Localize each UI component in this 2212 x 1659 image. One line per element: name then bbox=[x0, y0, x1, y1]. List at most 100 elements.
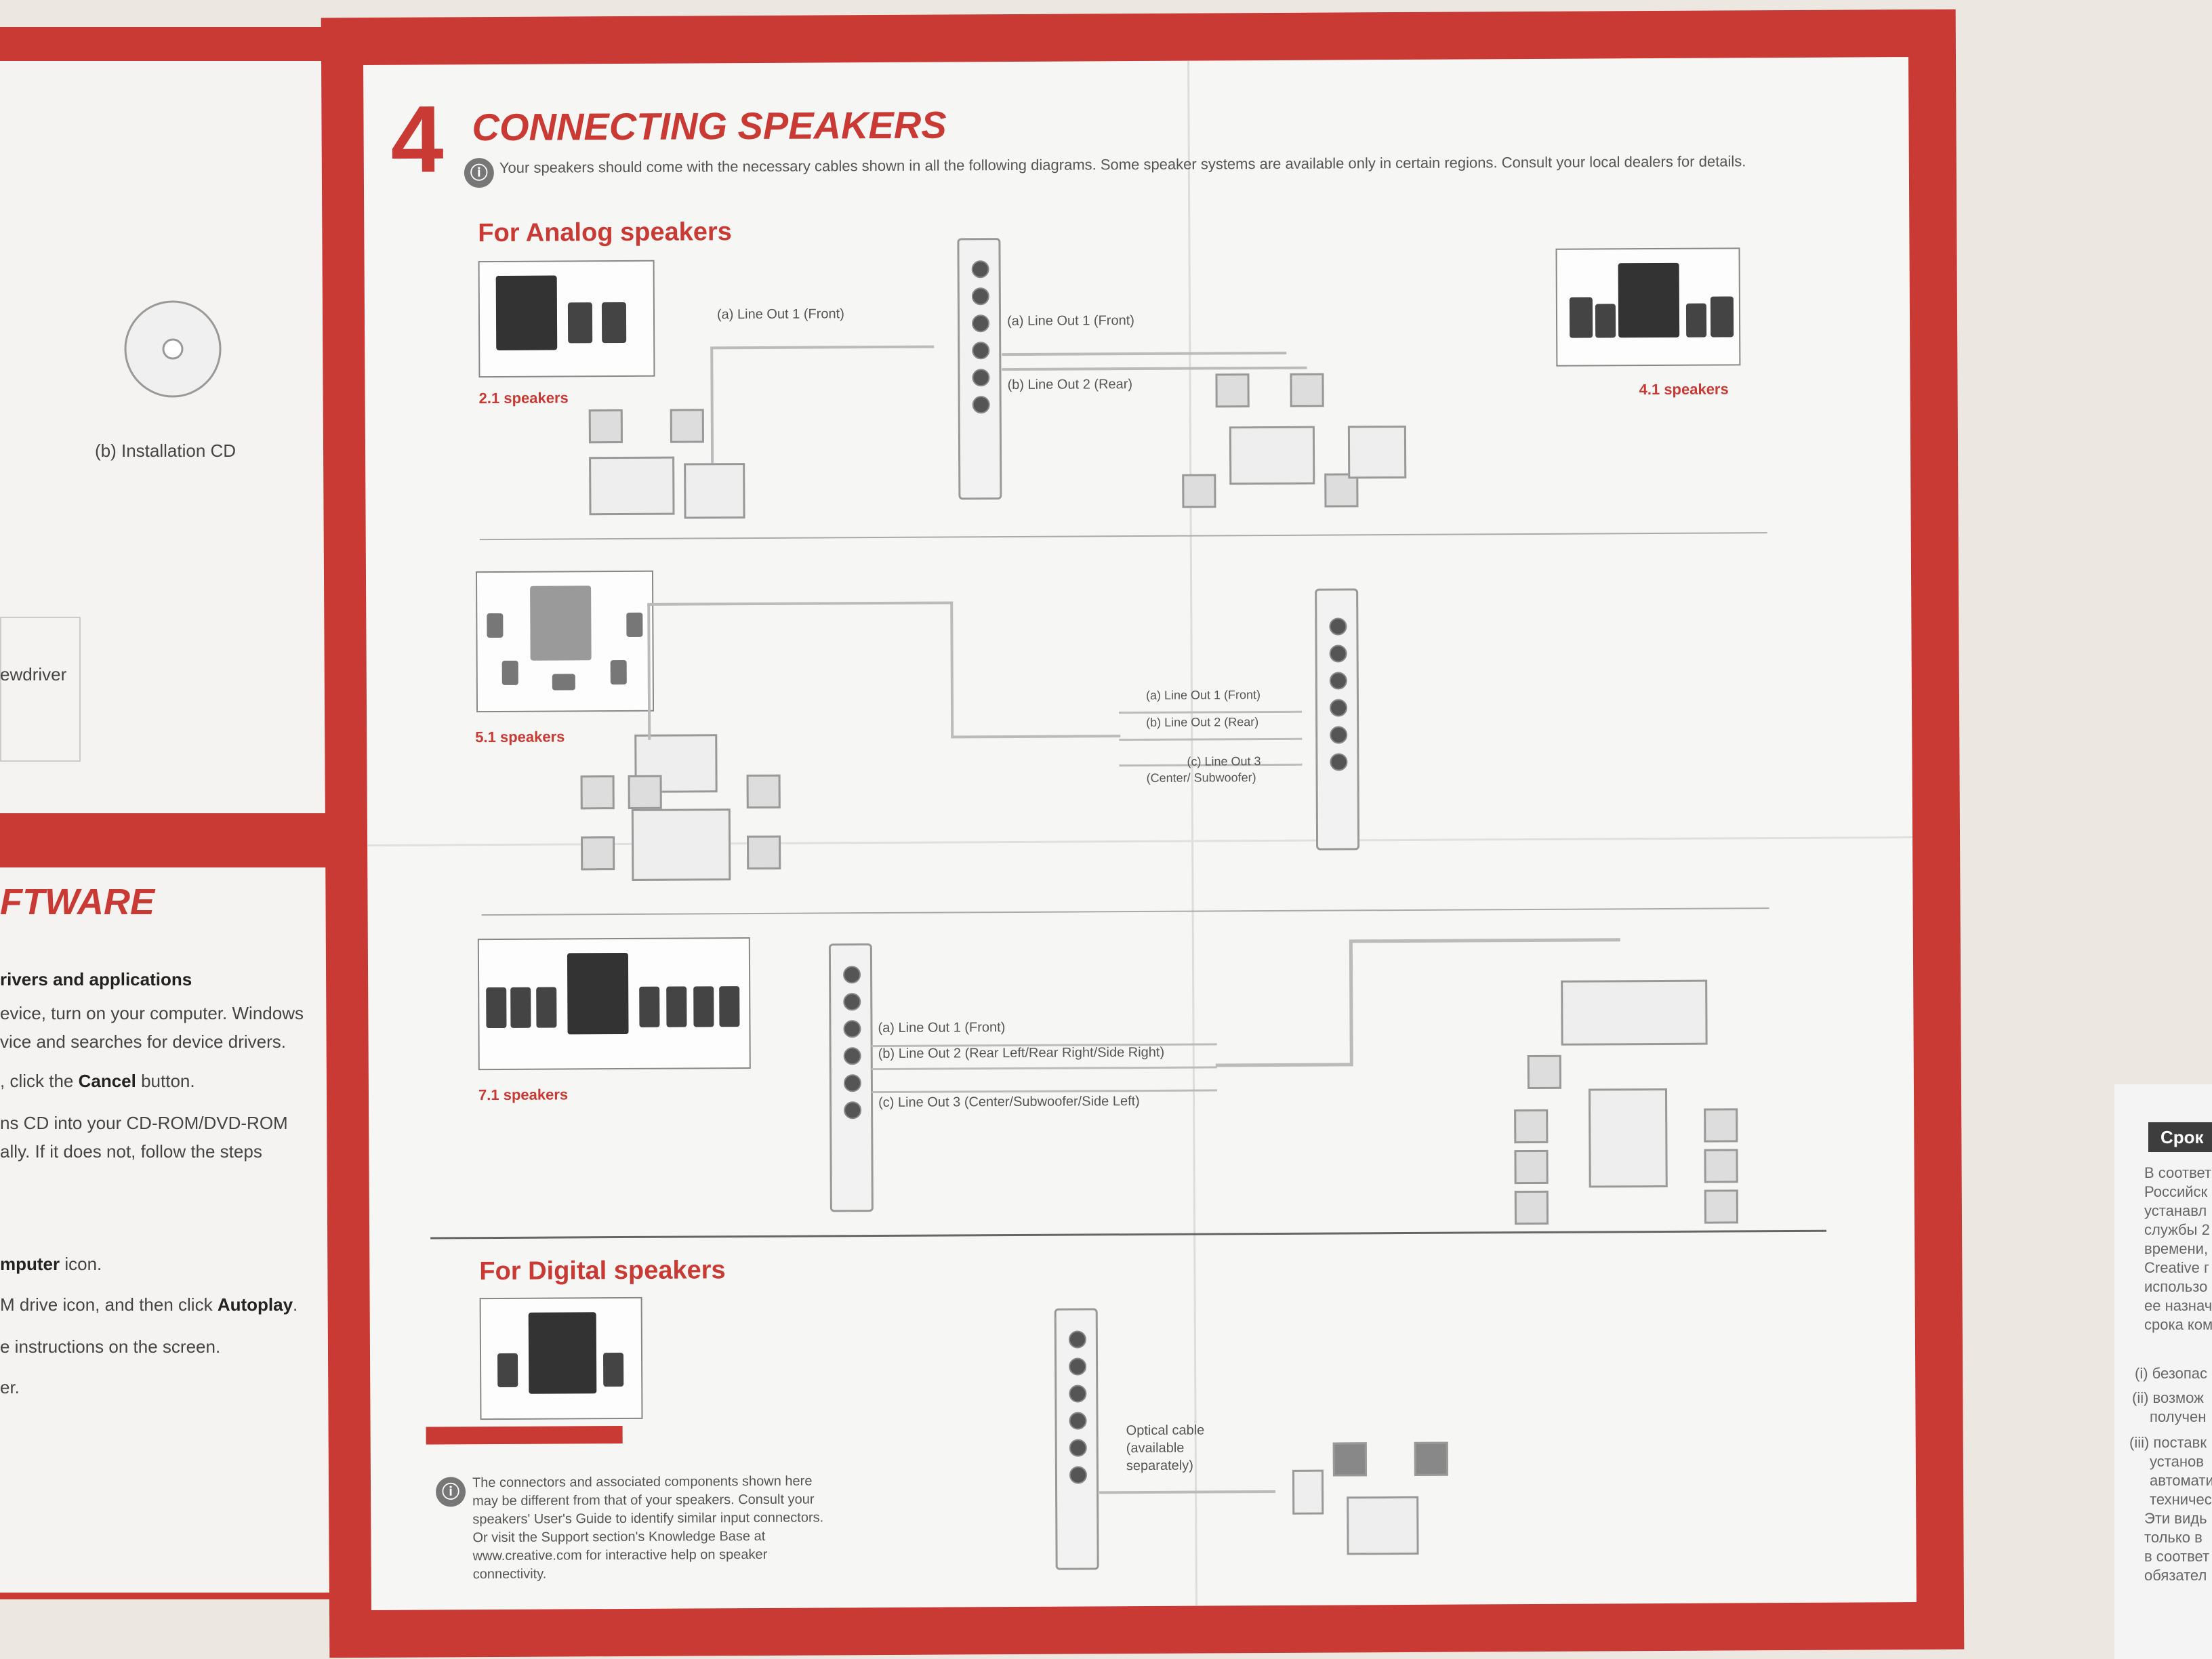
left-line-7: M drive icon, and then click Autoplay. bbox=[0, 1294, 298, 1315]
left-page-lower: FTWARE rivers and applications evice, tu… bbox=[0, 867, 342, 1593]
cable-5-1-mid bbox=[951, 735, 1121, 739]
speaker-7-1-fr bbox=[1704, 1108, 1738, 1143]
subwoofer-2-1 bbox=[589, 456, 675, 516]
right-line-18: только в bbox=[2144, 1529, 2203, 1546]
right-tab-heading: Срок bbox=[2148, 1122, 2212, 1152]
bottom-note: The connectors and associated components… bbox=[472, 1473, 824, 1582]
speaker-guide-sheet: 4 CONNECTING SPEAKERS ⓘ Your speakers sh… bbox=[321, 9, 1965, 1658]
right-line-1: В соответ bbox=[2144, 1164, 2212, 1181]
cable-7-1-c bbox=[871, 1089, 1217, 1094]
fold-line-vertical bbox=[1187, 60, 1197, 1606]
cable-5-1-top bbox=[647, 601, 953, 606]
photo-4-1-speakers bbox=[1555, 247, 1741, 367]
speaker-7-1-fl bbox=[1514, 1109, 1549, 1144]
left-line-2: vice and searches for device drivers. bbox=[0, 1031, 286, 1052]
speaker-7-1-rl bbox=[1514, 1190, 1549, 1225]
control-pod-4-1 bbox=[1347, 425, 1407, 479]
speaker-5-1-rr bbox=[747, 835, 781, 870]
screwdriver-box bbox=[0, 617, 81, 762]
right-line-4: службы 2 bbox=[2144, 1221, 2210, 1238]
subwoofer-7-1 bbox=[1588, 1088, 1668, 1188]
right-line-7: использо bbox=[2144, 1278, 2208, 1295]
speaker-digital-left bbox=[1332, 1442, 1367, 1477]
speaker-2-1-right bbox=[670, 409, 704, 443]
divider-3 bbox=[430, 1229, 1827, 1240]
speaker-7-1-sl bbox=[1514, 1149, 1549, 1185]
speaker-4-1-rl bbox=[1182, 474, 1216, 508]
speaker-5-1-fl bbox=[580, 775, 615, 810]
left-line-3: , click the Cancel button. bbox=[0, 1071, 195, 1091]
right-line-8: ее назнач bbox=[2144, 1297, 2212, 1314]
left-line-6: mputer icon. bbox=[0, 1254, 102, 1274]
speaker-4-1-fl bbox=[1215, 373, 1250, 408]
right-line-3: устанавл bbox=[2144, 1202, 2207, 1219]
divider-1 bbox=[479, 532, 1767, 541]
intro-note: Your speakers should come with the neces… bbox=[499, 152, 1746, 176]
speaker-5-1-rl bbox=[581, 836, 615, 871]
digital-heading: For Digital speakers bbox=[479, 1256, 726, 1286]
left-line-8: e instructions on the screen. bbox=[0, 1336, 221, 1357]
left-red-band bbox=[0, 813, 352, 867]
sound-card-digital bbox=[1054, 1308, 1099, 1570]
optical-decoder bbox=[1292, 1469, 1324, 1515]
sound-card-analog bbox=[957, 238, 1002, 500]
right-sheet: Срок В соответ Российск устанавл службы … bbox=[2114, 1084, 2212, 1659]
cable-7-1-mid bbox=[1215, 1063, 1351, 1067]
subwoofer-5-1 bbox=[631, 808, 731, 881]
caption-5-1: 5.1 speakers bbox=[475, 728, 565, 746]
cable-2-1-v bbox=[710, 348, 714, 464]
speaker-7-1-rr bbox=[1704, 1189, 1739, 1224]
cable-7-1-top bbox=[1349, 938, 1620, 943]
label-7-1-c: (c) Line Out 3 (Center/Subwoofer/Side Le… bbox=[878, 1094, 1140, 1111]
left-line-9: er. bbox=[0, 1377, 20, 1397]
photo-2-1-speakers bbox=[478, 260, 655, 378]
cable-5-1-a bbox=[1119, 710, 1303, 714]
right-line-20: обязател bbox=[2144, 1567, 2207, 1584]
cable-4-1-a bbox=[1002, 351, 1287, 356]
info-icon: ⓘ bbox=[464, 157, 494, 188]
optical-label-2: (available bbox=[1126, 1440, 1185, 1456]
sound-card-7-1 bbox=[828, 943, 874, 1212]
speaker-7-1-sr bbox=[1704, 1149, 1738, 1183]
right-line-16: техничес bbox=[2150, 1491, 2212, 1508]
divider-2 bbox=[481, 907, 1769, 916]
right-line-14: установ bbox=[2150, 1453, 2204, 1470]
optical-label-1: Optical cable bbox=[1126, 1422, 1205, 1439]
cable-4-1-b bbox=[1002, 366, 1307, 371]
left-heading: FTWARE bbox=[0, 882, 155, 922]
speaker-7-1-c bbox=[1527, 1054, 1561, 1090]
label-5-1-c1: (c) Line Out 3 bbox=[1187, 754, 1261, 769]
label-7-1-b: (b) Line Out 2 (Rear Left/Rear Right/Sid… bbox=[878, 1044, 1165, 1062]
photo-7-1-speakers bbox=[477, 937, 751, 1071]
cd-icon bbox=[124, 300, 222, 398]
cable-7-1-b bbox=[871, 1066, 1217, 1071]
step-number: 4 bbox=[390, 85, 444, 192]
left-line-4: ns CD into your CD-ROM/DVD-ROM bbox=[0, 1113, 288, 1133]
label-4-1-a: (a) Line Out 1 (Front) bbox=[1006, 313, 1134, 329]
subwoofer-4-1 bbox=[1229, 426, 1315, 485]
sound-card-5-1 bbox=[1315, 588, 1360, 851]
cable-7-1-v bbox=[1349, 941, 1353, 1067]
label-5-1-a: (a) Line Out 1 (Front) bbox=[1145, 688, 1261, 702]
caption-4-1: 4.1 speakers bbox=[1639, 380, 1729, 398]
sheet-content: 4 CONNECTING SPEAKERS ⓘ Your speakers sh… bbox=[363, 57, 1917, 1610]
label-2-1-a: (a) Line Out 1 (Front) bbox=[716, 306, 844, 323]
speaker-5-1-c bbox=[628, 775, 662, 809]
analog-heading: For Analog speakers bbox=[478, 218, 732, 248]
label-7-1-a: (a) Line Out 1 (Front) bbox=[878, 1020, 1006, 1036]
left-line-5: ally. If it does not, follow the steps bbox=[0, 1141, 262, 1162]
red-bar bbox=[426, 1426, 623, 1445]
subwoofer-digital bbox=[1347, 1496, 1419, 1555]
right-line-9: срока ком bbox=[2144, 1316, 2212, 1333]
cable-5-1-v2 bbox=[950, 601, 954, 737]
right-line-2: Российск bbox=[2144, 1183, 2208, 1200]
photo-5-1-speakers bbox=[475, 570, 655, 713]
right-line-19: в соответ bbox=[2144, 1548, 2210, 1565]
speaker-2-1-left bbox=[588, 409, 623, 444]
caption-2-1: 2.1 speakers bbox=[478, 389, 569, 407]
right-line-15: автомати bbox=[2150, 1472, 2212, 1489]
label-5-1-c2: (Center/ Subwoofer) bbox=[1146, 771, 1256, 785]
left-page: (b) Installation CD ewdriver FTWARE rive… bbox=[0, 27, 359, 1599]
cd-label: (b) Installation CD bbox=[95, 441, 237, 461]
right-line-17: Эти видь bbox=[2144, 1510, 2207, 1527]
